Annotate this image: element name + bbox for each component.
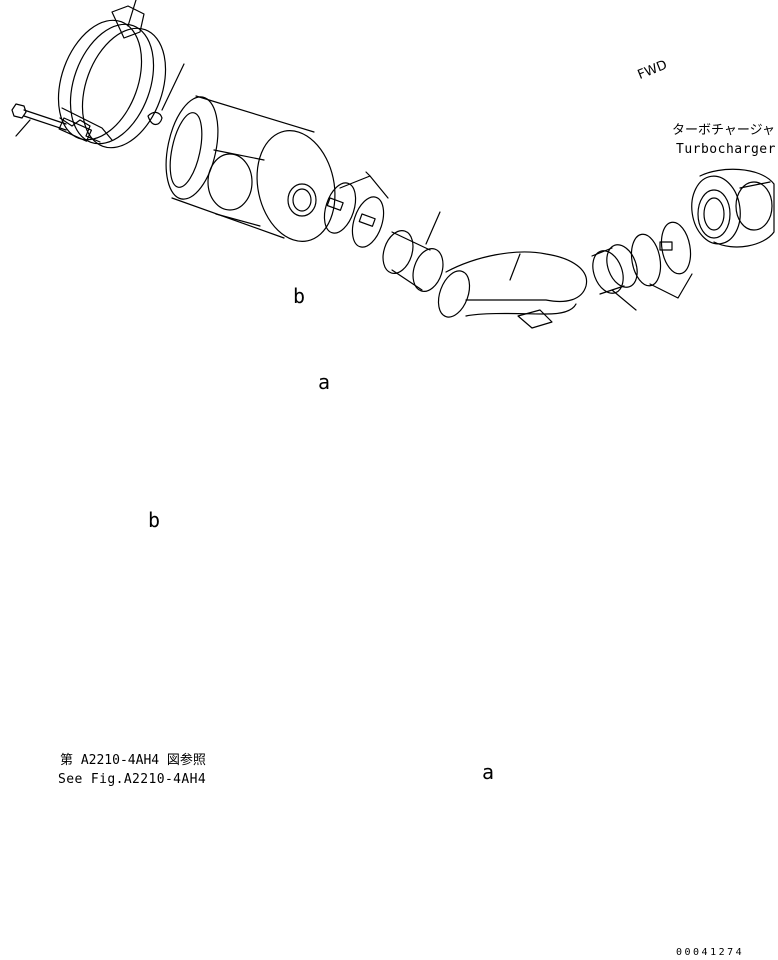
leader-line <box>611 289 637 311</box>
seal-piece <box>147 111 163 126</box>
intake-pipe <box>437 251 588 329</box>
turbocharger-label-en: Turbocharger <box>676 142 776 157</box>
rubber-sleeve <box>382 230 444 292</box>
turbocharger-label-jp: ターボチャージャ <box>672 123 775 138</box>
hose-clamp-pair-left <box>323 182 385 248</box>
air-cleaner <box>165 95 336 242</box>
arrow-b-lower-label: b <box>148 508 161 532</box>
drawing-number: 00041274 <box>676 947 745 958</box>
clamp-bolt <box>11 103 67 131</box>
reference-label-en: See Fig.A2210-4AH4 <box>58 772 207 787</box>
arrow-a-lower-label: a <box>482 760 495 784</box>
clamp-band <box>57 19 167 149</box>
leader-line <box>161 63 185 111</box>
turbocharger <box>691 168 775 248</box>
leader-line <box>365 171 371 177</box>
leader-line <box>339 175 389 199</box>
leader-line <box>425 211 441 245</box>
arrow-a-upper-label: a <box>318 370 331 394</box>
leader-line <box>127 0 137 27</box>
leader-line <box>509 253 521 281</box>
reference-label-jp: 第 A2210-4AH4 図参照 <box>60 753 206 768</box>
hose-clamp-pair-right <box>630 221 692 287</box>
arrow-b-upper-label: b <box>293 284 306 308</box>
leader-line <box>649 273 693 299</box>
clamp-label-tag <box>111 5 145 39</box>
leader-line <box>15 119 31 137</box>
